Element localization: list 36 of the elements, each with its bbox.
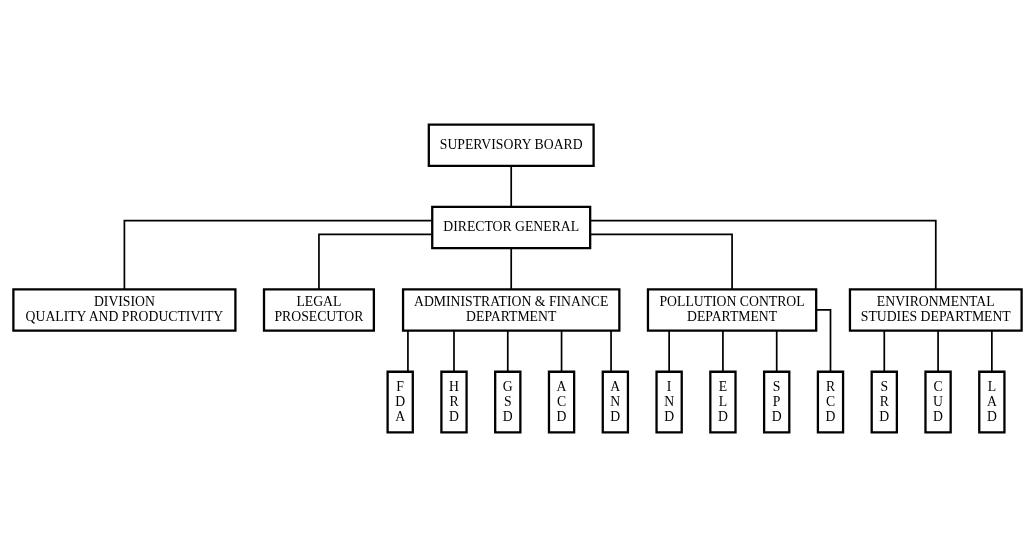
connector (510, 164, 513, 207)
connector (560, 329, 563, 372)
node-box: POLLUTION CONTROL DEPARTMENT (646, 287, 818, 332)
connector (123, 219, 433, 290)
node-box: S R D (870, 370, 898, 434)
node-box: R C D (816, 370, 845, 434)
connector (883, 329, 886, 372)
connector (589, 219, 937, 290)
node-box: F D A (386, 370, 414, 434)
connector (510, 247, 513, 290)
connector (937, 329, 939, 372)
connector (722, 329, 724, 372)
connector (991, 329, 993, 372)
node-box: G S D (494, 370, 522, 434)
connector (453, 329, 455, 372)
node-box: DIRECTOR GENERAL (431, 205, 592, 249)
connector (589, 233, 733, 290)
connector (668, 329, 670, 372)
connector (318, 233, 433, 290)
node-box: A N D (601, 370, 630, 434)
connector (775, 329, 778, 372)
node-box: C U D (924, 370, 952, 434)
node-box: DIVISION QUALITY AND PRODUCTIVITY (12, 287, 237, 332)
connector (506, 329, 509, 372)
node-box: ADMINISTRATION & FINANCE DEPARTMENT (401, 287, 621, 332)
node-box: H R D (440, 370, 468, 434)
node-box: S P D (762, 370, 791, 434)
connector (407, 329, 409, 372)
node-box: LEGAL PROSECUTOR (262, 287, 376, 332)
node-box: A C D (547, 370, 576, 434)
node-box: ENVIRONMENTAL STUDIES DEPARTMENT (848, 287, 1023, 332)
connector (610, 329, 612, 372)
node-box: SUPERVISORY BOARD (427, 122, 595, 167)
node-box: L A D (978, 370, 1006, 434)
node-box: I N D (655, 370, 683, 434)
node-box: E L D (709, 370, 737, 434)
